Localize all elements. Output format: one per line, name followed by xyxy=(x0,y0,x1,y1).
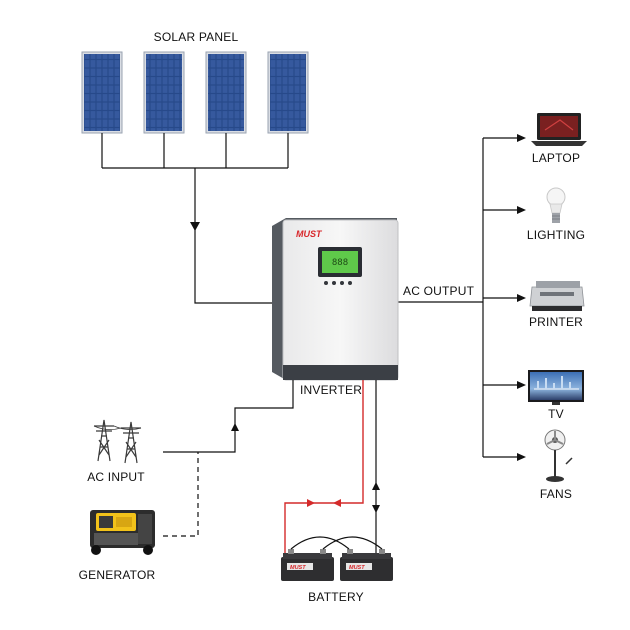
solar-panel-1 xyxy=(81,51,123,134)
solar-panel-label: SOLAR PANEL xyxy=(153,30,239,44)
light-bulb-icon xyxy=(546,187,566,223)
tv-label: TV xyxy=(548,407,564,421)
output-arrows xyxy=(517,134,526,461)
battery-icon-1: MUST xyxy=(281,549,334,581)
battery-icon-2: MUST xyxy=(340,549,393,581)
ac-input-wiring xyxy=(163,380,294,537)
fans-label: FANS xyxy=(539,487,573,501)
tv-icon xyxy=(528,370,584,405)
inverter-lcd-readout: 888 xyxy=(332,258,348,268)
transmission-tower-icon xyxy=(93,419,142,464)
battery-wiring xyxy=(284,380,377,569)
laptop-label: LAPTOP xyxy=(531,151,581,165)
standing-fan-icon xyxy=(544,429,573,482)
generator-icon xyxy=(90,510,155,555)
battery-arrows xyxy=(307,482,380,513)
ac-output-wiring xyxy=(398,137,517,458)
inverter-unit: MUST 888 xyxy=(272,218,399,381)
printer-label: PRINTER xyxy=(528,315,584,329)
laptop-icon xyxy=(531,113,587,146)
inverter-buttons xyxy=(324,281,352,285)
solar-panel-array xyxy=(81,51,309,134)
solar-panel-3 xyxy=(205,51,247,134)
ac-input-label: AC INPUT xyxy=(87,470,145,484)
ac-input-up-arrow xyxy=(231,423,239,431)
battery-link-cable xyxy=(290,536,383,550)
generator-label: GENERATOR xyxy=(78,568,156,582)
lighting-label: LIGHTING xyxy=(526,228,586,242)
solar-down-arrow xyxy=(190,222,200,231)
solar-panel-4 xyxy=(267,51,309,134)
ac-output-label: AC OUTPUT xyxy=(403,284,475,298)
inverter-label: INVERTER xyxy=(300,383,363,397)
battery-label: BATTERY xyxy=(308,590,364,604)
solar-panel-2 xyxy=(143,51,185,134)
inverter-brand-logo: MUST xyxy=(296,229,323,239)
solar-wiring xyxy=(101,133,289,304)
printer-icon xyxy=(529,281,585,311)
svg-text:MUST: MUST xyxy=(349,565,365,571)
svg-text:MUST: MUST xyxy=(290,565,306,571)
